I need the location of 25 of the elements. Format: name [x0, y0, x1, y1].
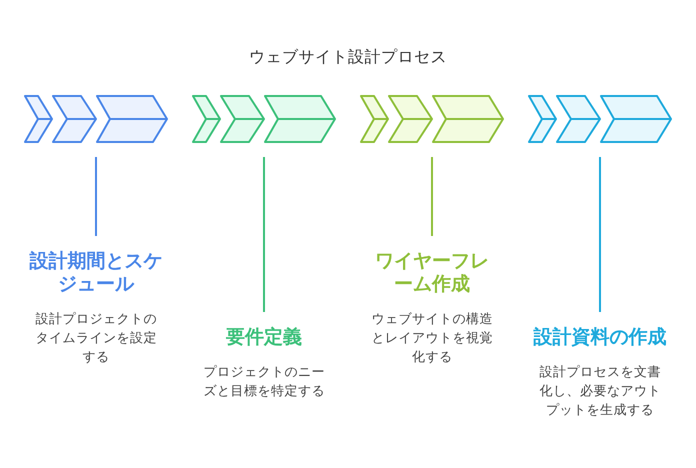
- connector-line: [599, 157, 601, 312]
- step-heading: 要件定義: [225, 326, 303, 349]
- connector-line: [431, 157, 433, 236]
- chevron-shape: [192, 95, 221, 143]
- chevron-shape: [360, 95, 389, 143]
- chevron-shape: [388, 95, 433, 143]
- step-heading: 設計期間とスケジュール: [28, 250, 164, 296]
- step-description: プロジェクトのニーズと目標を特定する: [202, 364, 326, 401]
- step-description: 設計プロジェクトのタイムラインを設定する: [34, 311, 158, 367]
- chevron-shape: [24, 95, 53, 143]
- step-heading: ワイヤーフレーム作成: [374, 250, 490, 296]
- connector-line: [263, 157, 265, 312]
- step-description: ウェブサイトの構造とレイアウトを視覚化する: [370, 311, 494, 367]
- connector-line: [95, 157, 97, 236]
- chevron-shape: [220, 95, 265, 143]
- chevron-shape: [52, 95, 97, 143]
- chevron-shape: [96, 95, 168, 143]
- chevron-shape: [600, 95, 672, 143]
- step-description: 設計プロセスを文書化し、必要なアウトプットを生成する: [538, 364, 662, 420]
- chevron-shape: [432, 95, 504, 143]
- chevron-shape: [556, 95, 601, 143]
- step-heading: 設計資料の作成: [532, 326, 668, 349]
- diagram-title: ウェブサイト設計プロセス: [248, 47, 448, 68]
- chevron-shape: [264, 95, 336, 143]
- chevron-shape: [528, 95, 557, 143]
